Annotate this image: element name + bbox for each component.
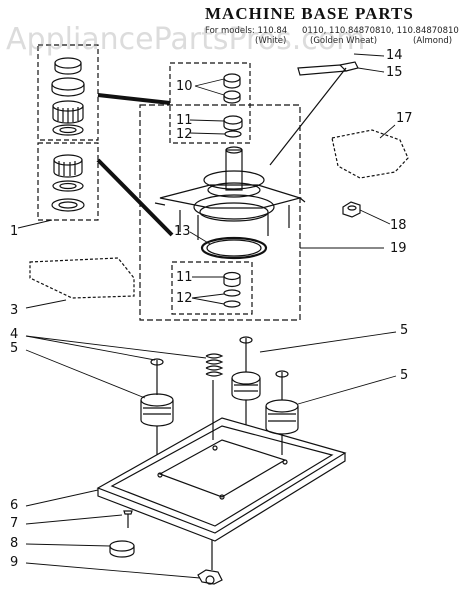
bearing-set-box-upper xyxy=(37,44,99,141)
color-almond: (Almond) xyxy=(413,36,453,46)
callout-8: 8 xyxy=(10,536,19,551)
suspension-leg-left xyxy=(140,358,174,455)
shield-pad xyxy=(331,129,409,179)
upper-bearing-box xyxy=(169,62,251,144)
callout-12-upper: 12 xyxy=(176,127,193,142)
callout-5-left: 5 xyxy=(10,341,19,356)
color-golden-wheat: (Golden Wheat) xyxy=(310,36,378,46)
callout-19: 19 xyxy=(390,241,407,256)
nut xyxy=(342,201,361,218)
models-line: For models: 110.84 xyxy=(205,26,288,36)
callout-12-lower: 12 xyxy=(176,291,193,306)
callout-11-lower: 11 xyxy=(176,270,193,285)
models-line-2: 0110, 110.84870810, 110.84870810 xyxy=(302,26,459,36)
callout-17: 17 xyxy=(396,111,413,126)
callout-15: 15 xyxy=(386,65,403,80)
caster-wheel xyxy=(197,540,223,585)
callout-5-upper-right: 5 xyxy=(400,323,409,338)
leader-lines xyxy=(17,53,397,579)
glide-foot xyxy=(109,540,135,558)
watermark: AppliancePartsPros.com xyxy=(6,22,366,57)
switch-bracket xyxy=(269,61,359,166)
callout-9: 9 xyxy=(10,555,19,570)
bearing-set-box-lower xyxy=(37,142,99,221)
center-shaft-hub xyxy=(154,146,306,260)
spring xyxy=(205,353,224,440)
suspension-leg-right xyxy=(265,370,299,455)
leveling-screw xyxy=(123,510,133,528)
diagram-title: MACHINE BASE PARTS xyxy=(205,4,414,23)
suspension-leg-center xyxy=(231,336,261,425)
callout-14: 14 xyxy=(386,48,403,63)
callout-13: 13 xyxy=(174,224,191,239)
drive-assembly-box xyxy=(139,104,301,321)
callout-5-lower-right: 5 xyxy=(400,368,409,383)
callout-6: 6 xyxy=(10,498,19,513)
callout-11-upper: 11 xyxy=(176,113,193,128)
callout-7: 7 xyxy=(10,516,19,531)
color-white: (White) xyxy=(255,36,287,46)
base-pad xyxy=(29,257,135,299)
callout-18: 18 xyxy=(390,218,407,233)
callout-10: 10 xyxy=(176,79,193,94)
base-frame xyxy=(96,417,347,542)
callout-3: 3 xyxy=(10,303,19,318)
callout-1: 1 xyxy=(10,224,19,239)
callout-4: 4 xyxy=(10,327,19,342)
